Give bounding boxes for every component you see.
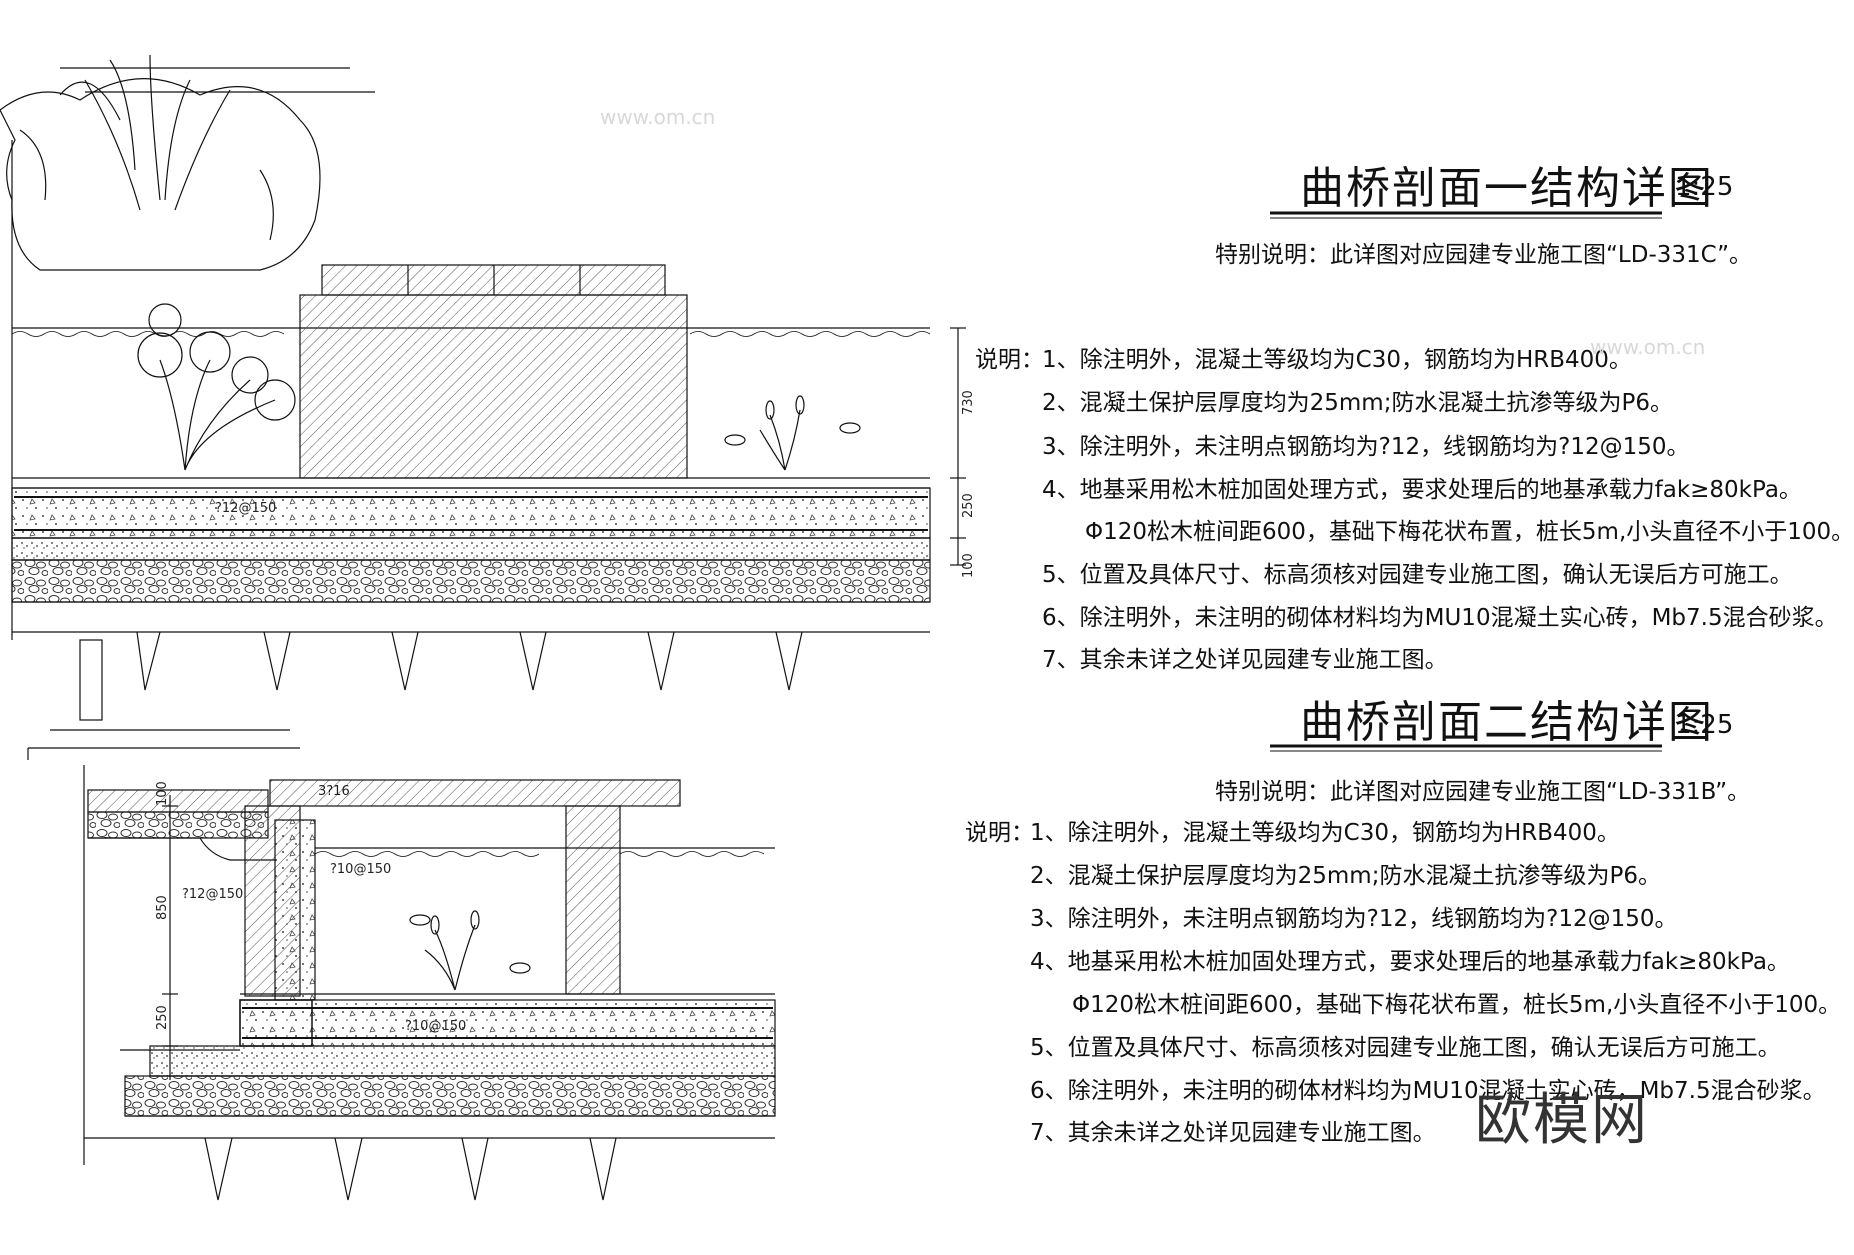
s2-note-6: 6、除注明外，未注明的砌体材料均为MU10混凝土实心砖，Mb7.5混合砂浆。: [1030, 1078, 1826, 1104]
pile-row-1: [136, 631, 803, 691]
s1-rebar-tag: ?12@150: [215, 501, 276, 516]
s2-rebar-tag-3: ?10@150: [405, 1019, 466, 1034]
section1-special-note: 特别说明：此详图对应园建专业施工图“LD-331C”。: [1215, 242, 1753, 268]
s1-dim-730: 730: [961, 390, 976, 415]
aquatic-plant-illustration: [137, 303, 861, 471]
section2-scale: 1:25: [1675, 710, 1734, 740]
s2-rebar-tag-2: ?10@150: [330, 862, 391, 877]
s1-note-2: 2、混凝土保护层厚度均为25mm;防水混凝土抗渗等级为P6。: [1042, 390, 1673, 416]
s1-note-5: 5、位置及具体尺寸、标高须核对园建专业施工图，确认无误后方可施工。: [1042, 562, 1793, 588]
s1-note-1: 1、除注明外，混凝土等级均为C30，钢筋均为HRB400。: [1042, 347, 1632, 373]
s2-note-4: 4、地基采用松木桩加固处理方式，要求处理后的地基承载力fak≥80kPa。: [1030, 949, 1790, 975]
pile-row-2: [204, 1137, 617, 1201]
s1-dim-250: 250: [961, 493, 976, 518]
s2-note-5: 5、位置及具体尺寸、标高须核对园建专业施工图，确认无误后方可施工。: [1030, 1035, 1781, 1061]
s2-dim-250: 250: [155, 1005, 170, 1030]
s2-note-3: 3、除注明外，未注明点钢筋均为?12，线钢筋均为?12@150。: [1030, 906, 1678, 932]
section2-notes-head: 说明：: [965, 820, 1034, 846]
section1-drawing: [0, 54, 966, 760]
s1-note-4b: Φ120松木桩间距600，基础下梅花状布置，桩长5m,小头直径不小于100。: [1085, 519, 1854, 545]
watermark-url-1: www.om.cn: [600, 105, 716, 129]
rock-plant-illustration: [0, 54, 321, 271]
s2-rebar-tag-4: 3?16: [318, 784, 350, 799]
s1-note-6: 6、除注明外，未注明的砌体材料均为MU10混凝土实心砖，Mb7.5混合砂浆。: [1042, 605, 1838, 631]
section1-scale: 1:25: [1675, 172, 1734, 202]
watermark-url-2: www.om.cn: [1590, 335, 1706, 359]
s1-note-4: 4、地基采用松木桩加固处理方式，要求处理后的地基承载力fak≥80kPa。: [1042, 477, 1802, 503]
aquatic-plant-illustration-2: [409, 910, 531, 991]
structure-section-drawing: 730 250 100 ?12@150: [0, 54, 1662, 1201]
s1-note-7: 7、其余未详之处详见园建专业施工图。: [1042, 647, 1448, 673]
s2-dim-850: 850: [155, 895, 170, 920]
section1-notes-head: 说明：: [975, 347, 1044, 373]
s2-note-7: 7、其余未详之处详见园建专业施工图。: [1030, 1120, 1436, 1146]
s2-note-1: 1、除注明外，混凝土等级均为C30，钢筋均为HRB400。: [1030, 820, 1620, 846]
s1-note-3: 3、除注明外，未注明点钢筋均为?12，线钢筋均为?12@150。: [1042, 434, 1690, 460]
section1-title: 曲桥剖面一结构详图: [1300, 163, 1714, 214]
watermark-logo: 欧模网: [1475, 1088, 1649, 1153]
section2-drawing: [83, 765, 776, 1201]
s2-dim-100: 100: [155, 781, 170, 806]
s2-note-2: 2、混凝土保护层厚度均为25mm;防水混凝土抗渗等级为P6。: [1030, 863, 1661, 889]
s1-dim-100: 100: [961, 553, 976, 578]
section2-title: 曲桥剖面二结构详图: [1300, 697, 1714, 748]
s2-note-4b: Φ120松木桩间距600，基础下梅花状布置，桩长5m,小头直径不小于100。: [1072, 992, 1842, 1018]
section2-special-note: 特别说明：此详图对应园建专业施工图“LD-331B”。: [1215, 779, 1751, 805]
s2-rebar-tag-1: ?12@150: [182, 887, 243, 902]
